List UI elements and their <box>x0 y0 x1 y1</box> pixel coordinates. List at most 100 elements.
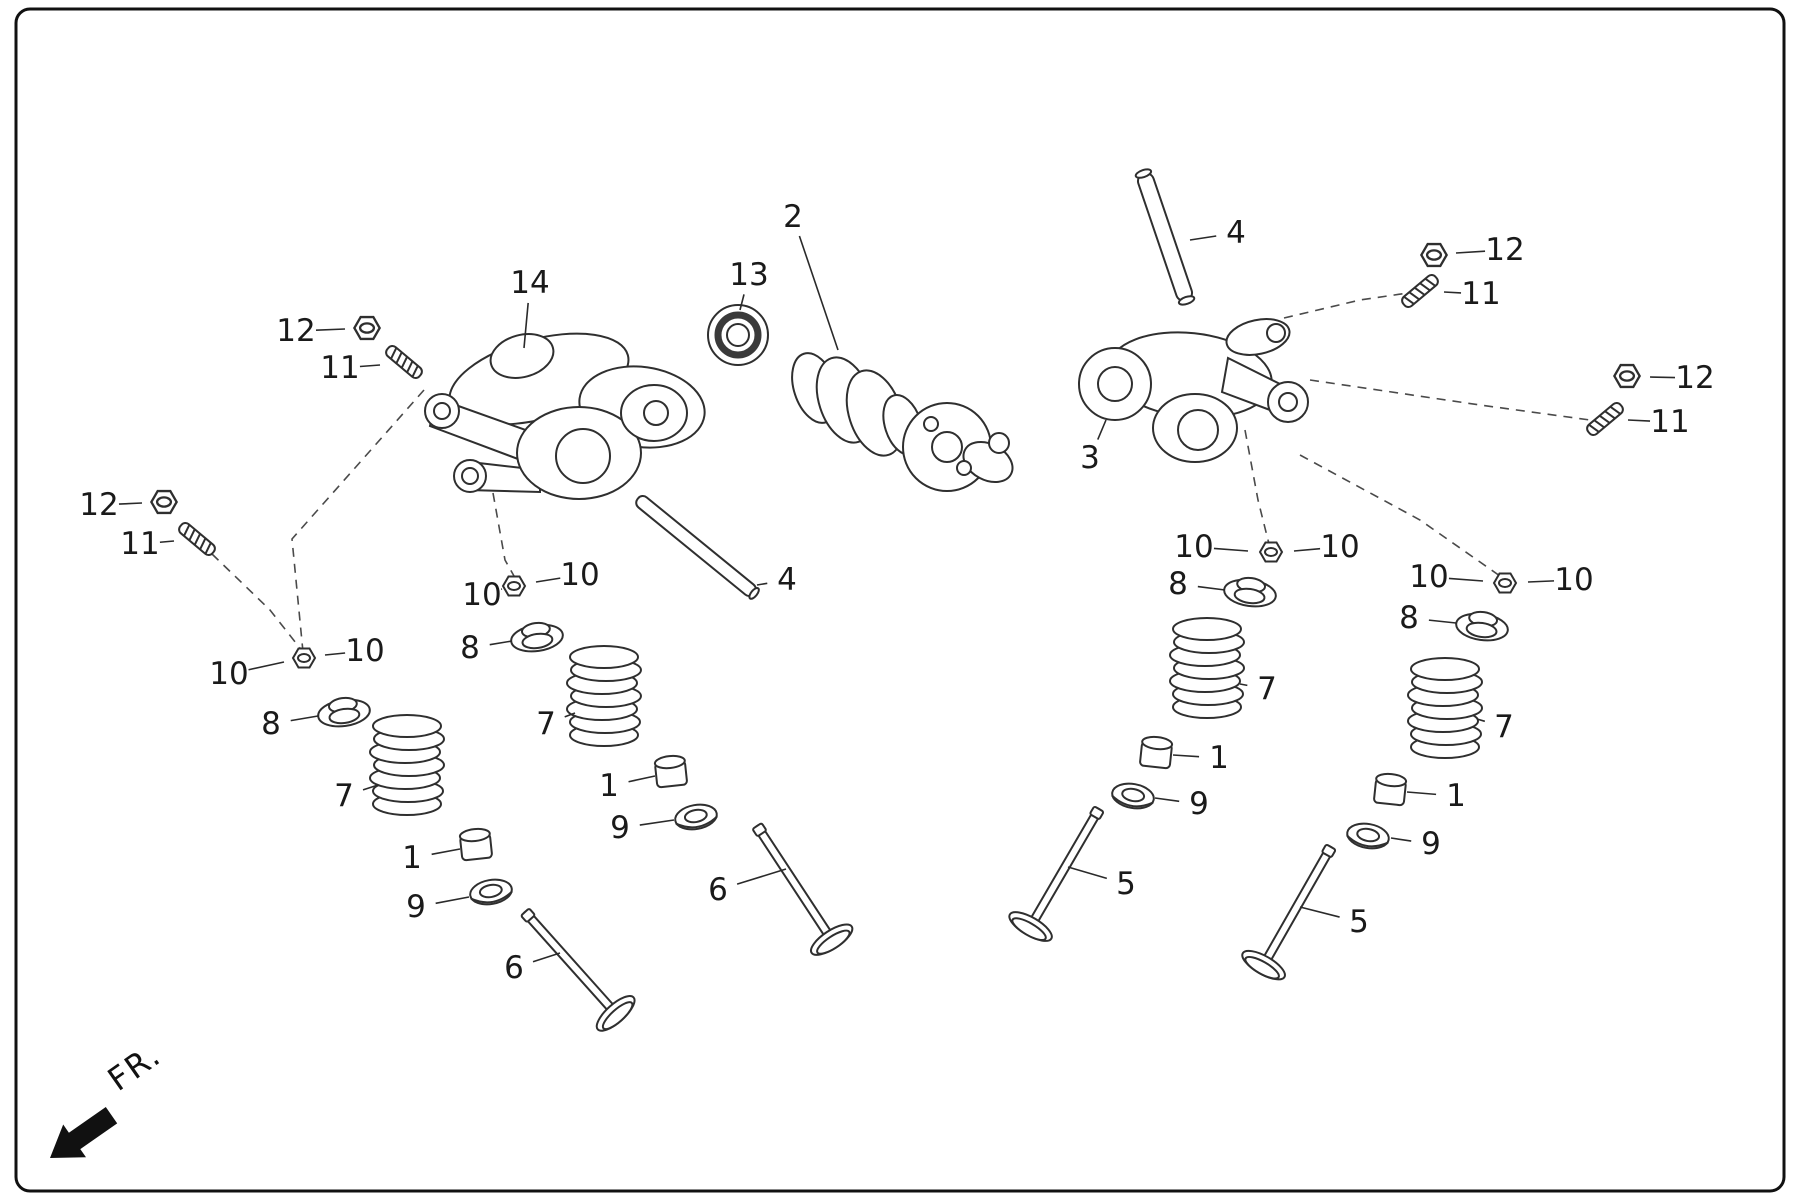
callout-7: 7 <box>334 778 354 814</box>
page-border <box>14 7 1786 1193</box>
rocker-shaft-right <box>1134 168 1196 306</box>
callout-10: 10 <box>209 656 248 692</box>
valve-stem-seal <box>1109 779 1157 813</box>
leader-line-1 <box>628 775 656 783</box>
leader-line-14 <box>523 302 529 349</box>
callout-10: 10 <box>1320 529 1359 565</box>
leader-line-12 <box>1649 376 1676 379</box>
leader-line-1 <box>431 848 461 856</box>
callout-6: 6 <box>708 872 728 908</box>
callout-9: 9 <box>610 810 630 846</box>
leader-line-6 <box>736 868 787 885</box>
callout-8: 8 <box>1168 566 1188 602</box>
leader-line-10 <box>248 661 285 671</box>
leader-line-8 <box>290 715 319 722</box>
callout-9: 9 <box>1189 786 1209 822</box>
leader-line-9 <box>639 819 675 826</box>
stud-bolt <box>176 519 218 559</box>
callout-leader-lines <box>118 235 1676 963</box>
valve-exhaust-right <box>1237 834 1353 986</box>
valve-spring <box>369 714 445 816</box>
camshaft-assembly <box>791 352 1014 492</box>
rocker-arm-assembly-right <box>1078 318 1309 463</box>
stud-bolt <box>1584 399 1626 439</box>
leader-line-12 <box>315 328 346 331</box>
valve-stem-seal <box>1344 819 1392 853</box>
fr-arrow-icon <box>50 1107 118 1158</box>
callout-5: 5 <box>1349 904 1369 940</box>
spring-retainer <box>1221 573 1279 611</box>
valve-intake-right <box>1004 795 1121 948</box>
leader-line-11 <box>359 364 381 368</box>
leader-line-12 <box>118 502 143 505</box>
callout-13: 13 <box>729 257 768 293</box>
callout-10: 10 <box>1174 529 1213 565</box>
cap-nut <box>150 489 178 515</box>
callout-7: 7 <box>1494 709 1514 745</box>
callout-9: 9 <box>406 889 426 925</box>
leader-line-10 <box>1213 547 1249 552</box>
callout-4: 4 <box>777 562 797 598</box>
valve-spring <box>1169 617 1245 719</box>
callout-5: 5 <box>1116 866 1136 902</box>
leader-line-13 <box>739 294 745 311</box>
callout-3: 3 <box>1080 440 1100 476</box>
callout-10: 10 <box>345 633 384 669</box>
callout-8: 8 <box>261 706 281 742</box>
leader-line-8 <box>1428 619 1457 624</box>
leader-line-1 <box>1172 754 1200 758</box>
leader-line-5 <box>1067 866 1108 880</box>
fr-direction-indicator: FR. <box>50 1035 168 1158</box>
cap-nut <box>1420 242 1448 268</box>
leader-line-10 <box>324 652 346 656</box>
leader-line-7 <box>362 784 379 791</box>
lock-nut <box>292 647 316 669</box>
callout-1: 1 <box>1446 778 1466 814</box>
callout-8: 8 <box>460 630 480 666</box>
leader-line-4 <box>1189 235 1217 241</box>
leader-line-9 <box>435 896 470 905</box>
callout-4: 4 <box>1226 215 1246 251</box>
leader-line-8 <box>1197 585 1226 591</box>
spring-retainer <box>1453 607 1511 645</box>
callout-11: 11 <box>320 350 359 386</box>
leader-line-11 <box>1443 291 1462 294</box>
leader-line-1 <box>1406 791 1437 796</box>
callout-11: 11 <box>1461 276 1500 312</box>
leader-line-10 <box>1448 577 1484 582</box>
leader-line-10 <box>1293 547 1321 552</box>
cam-bearing <box>707 304 769 366</box>
valve-guide <box>653 753 689 789</box>
lock-nut <box>1493 572 1517 594</box>
spring-retainer <box>508 618 566 656</box>
lock-nut <box>1259 541 1283 563</box>
callout-11: 11 <box>1650 404 1689 440</box>
leader-line-6 <box>532 952 561 963</box>
callout-10: 10 <box>462 577 501 613</box>
callout-7: 7 <box>536 706 556 742</box>
valve-exhaust-left <box>506 895 641 1038</box>
valve-intake-left <box>735 811 858 962</box>
leader-line-3 <box>1097 419 1107 440</box>
leader-line-11 <box>159 540 175 544</box>
valve-spring <box>1407 657 1483 759</box>
fr-label: FR. <box>101 1035 168 1098</box>
callout-1: 1 <box>402 840 422 876</box>
callout-8: 8 <box>1399 600 1419 636</box>
callout-12: 12 <box>1675 360 1714 396</box>
callout-10: 10 <box>1409 559 1448 595</box>
leader-line-2 <box>798 235 839 351</box>
assembly-dashed-lines <box>211 292 1591 653</box>
callout-12: 12 <box>276 313 315 349</box>
valve-guide <box>1372 771 1408 807</box>
leader-line-10 <box>535 577 561 583</box>
leader-line-4 <box>756 582 768 586</box>
leader-line-5 <box>1299 906 1340 918</box>
leader-line-7 <box>564 712 576 718</box>
lock-nut <box>502 575 526 597</box>
cap-nut <box>1613 363 1641 389</box>
stud-bolt <box>383 342 425 382</box>
stud-bolt <box>1399 271 1441 311</box>
valve-stem-seal <box>672 800 720 834</box>
